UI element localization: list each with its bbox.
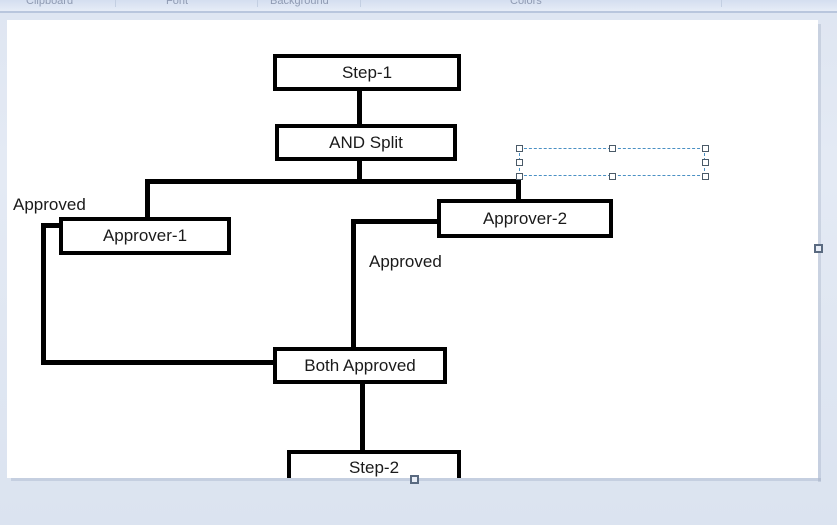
flowchart-node-label: Step-1	[341, 62, 393, 82]
ribbon-separator-2	[360, 0, 361, 7]
flowchart-node-label: Approver-2	[482, 208, 568, 228]
resize-handle-top-left[interactable]	[516, 145, 523, 152]
flowchart-node-label: AND Split	[329, 132, 403, 152]
ribbon-bottom-edge	[0, 11, 837, 13]
connector-step1-to-andsplit[interactable]	[357, 88, 362, 128]
resize-handle-bottom-left[interactable]	[516, 173, 523, 180]
flowchart-node-both-approved[interactable]: Both Approved	[273, 347, 447, 384]
connector-both-to-step2[interactable]	[360, 382, 365, 452]
canvas-text-approved-label-middle[interactable]: Approved	[369, 252, 442, 271]
flowchart-node-approver-2[interactable]: Approver-2	[437, 199, 613, 238]
flowchart-node-step-2[interactable]: Step-2	[287, 450, 461, 478]
ribbon-group-label-font: Font	[166, 0, 189, 7]
connector-approver1-bottom-run[interactable]	[41, 360, 277, 365]
connector-approver2-down[interactable]	[351, 219, 356, 353]
ribbon-group-label-background: Background	[270, 0, 329, 7]
resize-handle-middle-left[interactable]	[516, 159, 523, 166]
connector-approver1-left-stub[interactable]	[41, 223, 63, 228]
ribbon-group-label-clipboard: Clipboard	[26, 0, 74, 7]
resize-handle-top-center[interactable]	[609, 145, 616, 152]
flowchart-node-label: Step-2	[348, 458, 400, 477]
flowchart-node-step-1[interactable]: Step-1	[273, 54, 461, 91]
ribbon-group-label-colors: Colors	[510, 0, 542, 7]
resize-handle-bottom-center[interactable]	[609, 173, 616, 180]
connector-split-horizontal-bar[interactable]	[145, 179, 521, 184]
canvas-shadow-right	[818, 24, 821, 482]
connector-split-drop-right[interactable]	[516, 179, 521, 215]
connector-split-drop-left[interactable]	[145, 179, 150, 221]
resize-handle-top-right[interactable]	[702, 145, 709, 152]
canvas-resize-handle-bottom[interactable]	[410, 475, 419, 484]
flowchart-node-label: Approver-1	[102, 226, 188, 245]
flowchart-node-approver-1[interactable]: Approver-1	[59, 217, 231, 255]
flowchart-node-and-split[interactable]: AND Split	[275, 124, 457, 161]
canvas-resize-handle-right[interactable]	[814, 244, 823, 253]
ribbon-separator-3	[721, 0, 722, 7]
canvas-text-approved-label-left[interactable]: Approved	[13, 195, 86, 214]
resize-handle-bottom-right[interactable]	[702, 173, 709, 180]
flowchart-node-label: Both Approved	[304, 355, 416, 375]
resize-handle-middle-right[interactable]	[702, 159, 709, 166]
selected-text-box[interactable]	[519, 148, 705, 176]
ribbon-separator-1	[257, 0, 258, 7]
ribbon-group-labels-strip: Clipboard Font Background Colors	[0, 0, 837, 12]
connector-approver1-down-left[interactable]	[41, 223, 46, 365]
connector-approver2-left-stub[interactable]	[351, 219, 441, 224]
connector-andsplit-to-splitbar[interactable]	[357, 158, 362, 184]
ribbon-separator-0	[115, 0, 116, 7]
